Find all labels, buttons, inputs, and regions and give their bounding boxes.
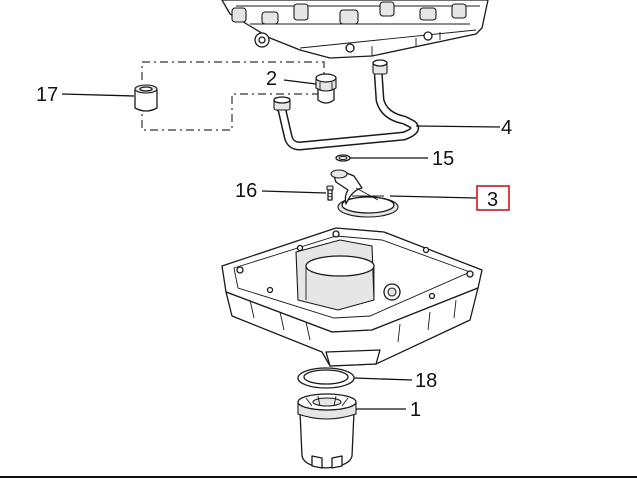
callout-2: 2 <box>266 68 277 90</box>
bottom-rule <box>0 476 637 478</box>
upper-housing <box>221 0 489 59</box>
part-18-gasket <box>297 367 355 389</box>
callout-15: 15 <box>432 148 454 170</box>
oil-pan <box>221 227 483 367</box>
callout-1: 1 <box>410 399 421 421</box>
callout-16: 16 <box>235 180 257 202</box>
part-1-oil-filter <box>297 393 357 469</box>
callout-3: 3 <box>487 189 498 211</box>
part-4-pipe <box>273 59 420 151</box>
assembly-frame <box>141 61 325 131</box>
part-16-screw <box>326 185 334 201</box>
callout-4: 4 <box>501 117 512 139</box>
callout-18: 18 <box>415 370 437 392</box>
callout-17: 17 <box>36 84 58 106</box>
callout-labels: 17 2 4 15 16 3 18 1 <box>36 68 512 421</box>
callout-3-highlight-box <box>476 185 510 211</box>
leader-lines <box>61 79 501 410</box>
part-15-o-ring <box>335 154 351 162</box>
part-2-plug <box>315 73 337 104</box>
part-3-strainer <box>330 169 399 218</box>
part-17-sleeve <box>134 84 158 112</box>
